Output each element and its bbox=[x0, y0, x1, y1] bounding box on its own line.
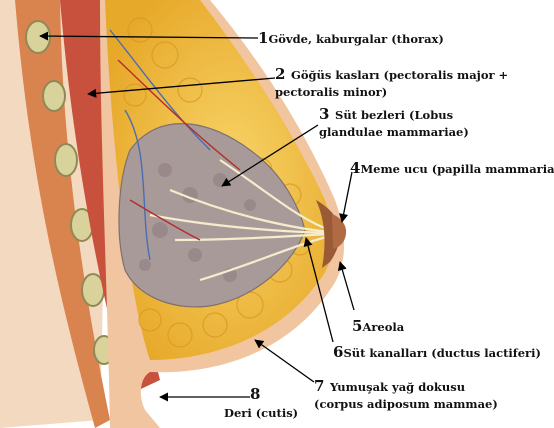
label-5-number: 5 bbox=[352, 317, 362, 335]
label-2: 2 Göğüs kasları (pectoralis major + pect… bbox=[275, 66, 552, 100]
label-3-number: 3 bbox=[319, 105, 329, 123]
label-7-number: 7 bbox=[314, 377, 324, 395]
label-4-text: Meme ucu (papilla mammaria) bbox=[360, 162, 554, 176]
label-2-number: 2 bbox=[275, 65, 285, 83]
label-8-number-wrap: 8 bbox=[250, 386, 260, 403]
label-4: 4Meme ucu (papilla mammaria) bbox=[350, 160, 554, 177]
label-7: 7 Yumuşak yağ dokusu (corpus adiposum ma… bbox=[314, 378, 504, 412]
label-1-number: 1 bbox=[258, 29, 268, 47]
label-6: 6Süt kanalları (ductus lactiferi) bbox=[333, 344, 541, 361]
label-6-text: Süt kanalları (ductus lactiferi) bbox=[343, 346, 540, 360]
label-8-text: Deri (cutis) bbox=[224, 406, 298, 420]
label-5: 5Areola bbox=[352, 318, 404, 335]
label-5-text: Areola bbox=[362, 320, 404, 334]
label-6-number: 6 bbox=[333, 343, 343, 361]
label-4-number: 4 bbox=[350, 159, 360, 177]
label-1-text: Gövde, kaburgalar (thorax) bbox=[268, 32, 443, 46]
label-7-text: Yumuşak yağ dokusu (corpus adiposum mamm… bbox=[314, 380, 498, 411]
label-3: 3 Süt bezleri (Lobus glandulae mammariae… bbox=[319, 106, 519, 140]
label-1: 1Gövde, kaburgalar (thorax) bbox=[258, 30, 444, 47]
label-8-text-wrap: Deri (cutis) bbox=[224, 404, 298, 421]
label-3-text: Süt bezleri (Lobus glandulae mammariae) bbox=[319, 108, 469, 139]
label-8-number: 8 bbox=[250, 385, 260, 403]
label-2-text: Göğüs kasları (pectoralis major + pector… bbox=[275, 68, 508, 99]
